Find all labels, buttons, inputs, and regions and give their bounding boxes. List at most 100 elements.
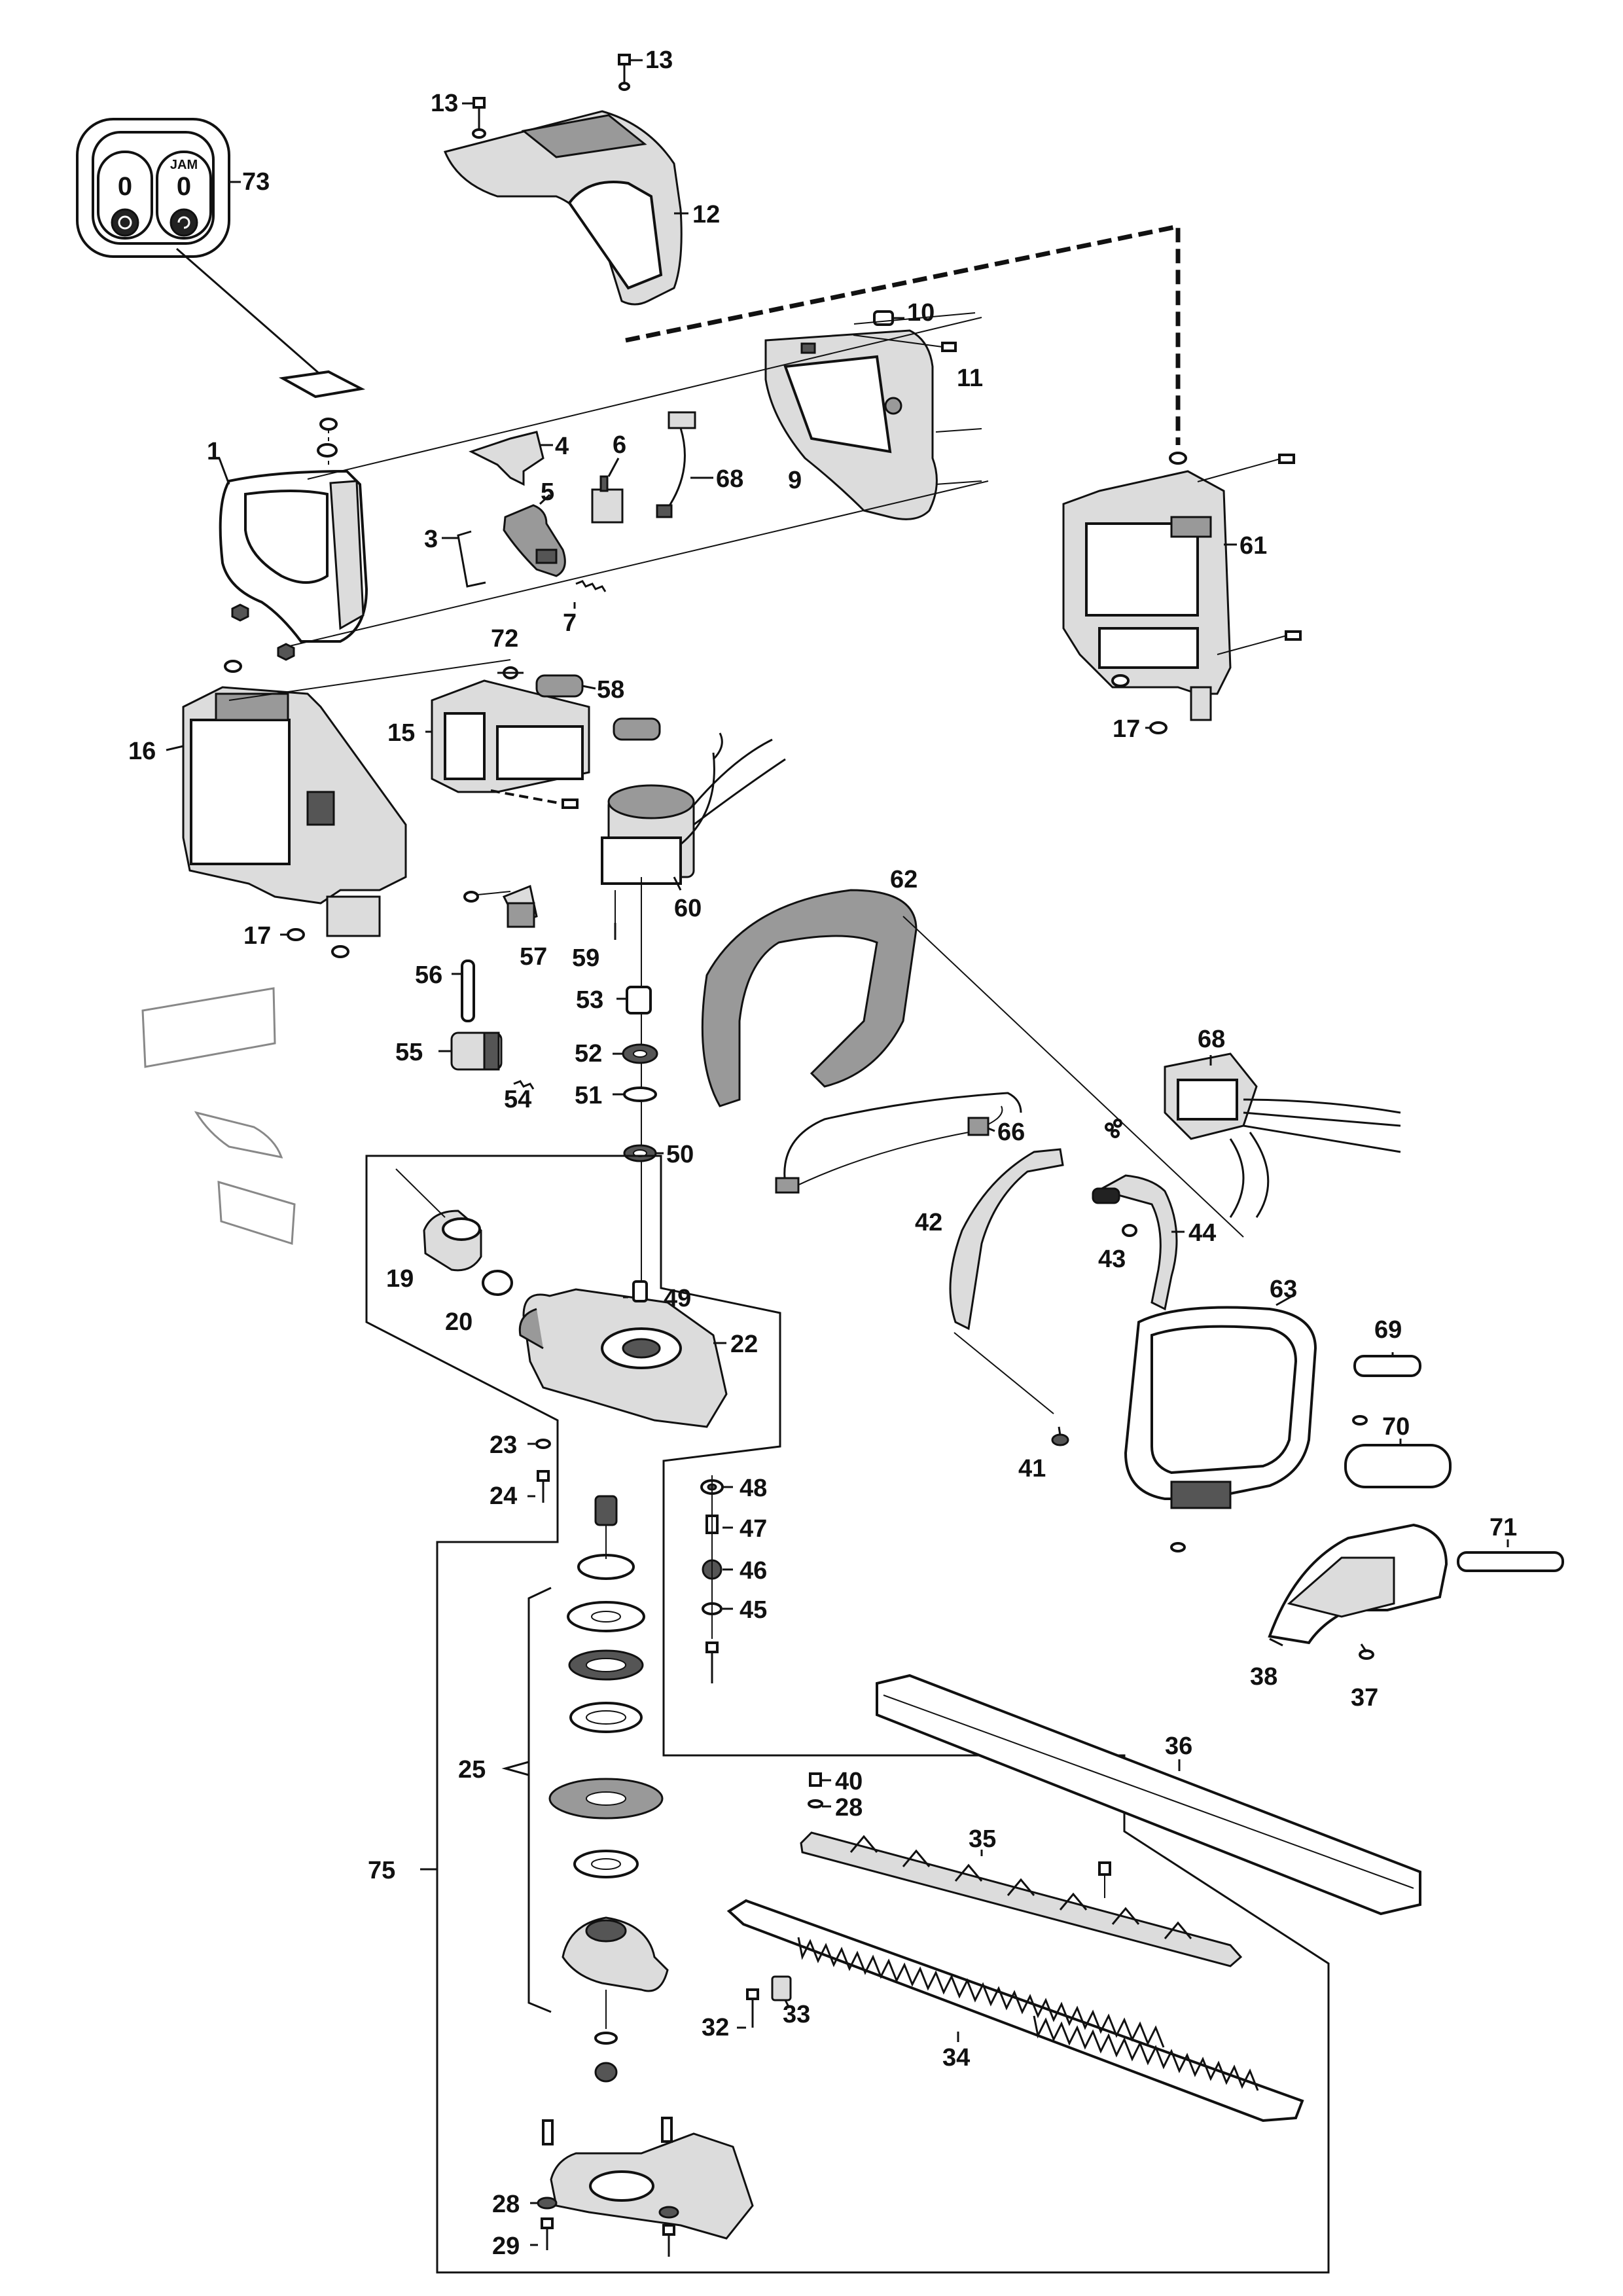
callout-labels: 73 13 13 12 10 11 1 4 6 68 9 5 3 7 61 72… (128, 46, 1517, 2260)
callout-17-right: 17 (1113, 715, 1140, 743)
callout-56: 56 (415, 961, 442, 989)
callout-43: 43 (1098, 1246, 1126, 1273)
callout-68-top: 68 (716, 465, 743, 493)
part-60-motor (601, 732, 786, 885)
part-51-circlip (623, 1086, 657, 1102)
callout-7: 7 (563, 609, 577, 637)
callout-19: 19 (386, 1265, 414, 1293)
callout-32: 32 (702, 2014, 729, 2041)
part-57-lock-button (502, 884, 538, 928)
part-12-top-cover (443, 110, 683, 306)
part-3-pin (457, 530, 486, 588)
part-73-control-panel: 0 0 JAM (76, 118, 230, 258)
part-66-cable (775, 1092, 1022, 1194)
callout-62: 62 (890, 866, 918, 893)
part-16-main-housing (182, 686, 407, 937)
callout-58: 58 (597, 676, 624, 704)
callout-71: 71 (1489, 1514, 1517, 1541)
callout-38: 38 (1250, 1663, 1277, 1691)
part-36-blade-guard-rail (876, 1674, 1421, 1916)
callout-51: 51 (575, 1082, 602, 1109)
part-1-rear-handle (219, 469, 368, 643)
callout-12: 12 (692, 201, 720, 228)
callout-60: 60 (674, 895, 702, 922)
part-68-wire-small (656, 411, 696, 518)
callout-15: 15 (387, 719, 415, 747)
callout-4: 4 (555, 433, 569, 460)
callout-22: 22 (730, 1331, 758, 1358)
callout-44: 44 (1188, 1219, 1216, 1247)
assembly-75-outline (365, 1155, 1330, 2274)
callout-28-top: 28 (835, 1794, 863, 1821)
callout-69: 69 (1374, 1316, 1402, 1344)
callout-40: 40 (835, 1768, 863, 1795)
callout-59: 59 (572, 944, 599, 972)
part-20-ring (482, 1270, 513, 1296)
part-44-guard-right (1097, 1174, 1178, 1311)
part-63-loop-handle (1124, 1306, 1317, 1509)
callout-3: 3 (424, 526, 438, 553)
panel-button-text-left: 0 (118, 172, 132, 201)
power-icon (111, 208, 139, 237)
callout-37: 37 (1351, 1684, 1378, 1712)
callout-61: 61 (1240, 532, 1267, 560)
part-25-gear-stack (548, 1495, 669, 1992)
part-33-clip (771, 1975, 792, 2001)
part-42-guard-left (949, 1148, 1064, 1331)
callout-11: 11 (957, 365, 983, 392)
part-4-switch-lever (469, 431, 544, 486)
part-58-spring-upper (535, 674, 584, 698)
callout-16: 16 (128, 738, 156, 765)
callout-13-top: 13 (645, 46, 673, 74)
part-69-grip (1353, 1355, 1421, 1377)
callout-13-left: 13 (431, 90, 458, 117)
callout-55: 55 (395, 1039, 423, 1066)
callout-63: 63 (1270, 1276, 1297, 1303)
callout-66: 66 (997, 1119, 1025, 1146)
part-15-contact-block (431, 679, 590, 793)
part-53-bushing (626, 986, 652, 1014)
callout-34: 34 (942, 2044, 970, 2072)
callout-54: 54 (504, 1086, 531, 1113)
callout-52: 52 (575, 1040, 602, 1067)
callout-6: 6 (613, 431, 626, 459)
part-6-switch (591, 475, 624, 524)
callout-35: 35 (969, 1825, 996, 1853)
warning-label-small (217, 1180, 296, 1246)
callout-33: 33 (783, 2001, 810, 2028)
callout-1: 1 (207, 438, 221, 465)
part-7-spring (575, 580, 607, 592)
callout-20: 20 (445, 1308, 473, 1336)
part-55-latch (450, 1031, 503, 1071)
panel-button-text-right: 0 (177, 172, 191, 201)
callout-45: 45 (740, 1596, 767, 1624)
callout-9: 9 (788, 467, 802, 494)
callout-25: 25 (458, 1756, 486, 1784)
part-19-bearing-sleeve (423, 1210, 482, 1272)
part-61-housing-half (1062, 470, 1232, 721)
callout-49: 49 (664, 1285, 691, 1312)
part-35-upper-blade (800, 1831, 1243, 1967)
callout-53: 53 (576, 986, 603, 1014)
part-58-spring-lower (613, 717, 661, 741)
callout-46: 46 (740, 1557, 767, 1585)
callout-50: 50 (666, 1141, 694, 1168)
part-34-lower-blade (726, 1899, 1304, 2123)
part-62-front-handle (701, 889, 918, 1107)
part-56-pin (461, 960, 475, 1022)
callout-47: 47 (740, 1515, 767, 1543)
callout-73: 73 (242, 168, 270, 196)
callout-48: 48 (740, 1475, 767, 1502)
part-68-wire-harness (1164, 1052, 1401, 1218)
callout-72: 72 (491, 625, 518, 653)
callout-68-right: 68 (1198, 1026, 1225, 1053)
panel-jam-text: JAM (170, 158, 198, 172)
part-70-grip-sleeve (1344, 1444, 1452, 1488)
part-9-handle-housing (764, 329, 938, 520)
callout-17-left: 17 (243, 922, 271, 950)
part-bottom-cover-plate (542, 2117, 754, 2240)
callout-10: 10 (907, 299, 935, 327)
part-38-hand-guard (1268, 1523, 1448, 1645)
warning-label-strip (194, 1111, 283, 1158)
